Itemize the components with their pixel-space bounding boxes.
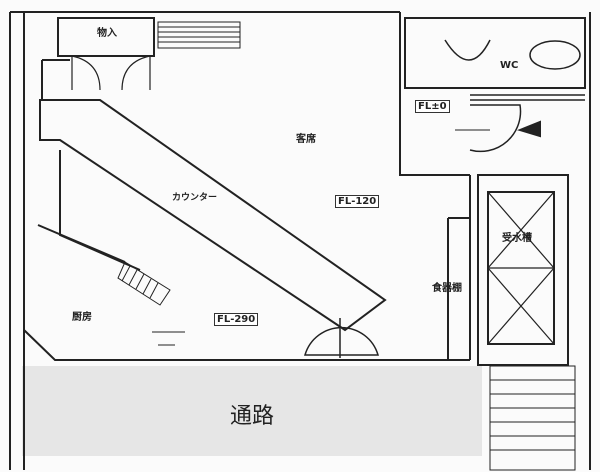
top-wall (10, 11, 470, 176)
kitchen-wall (23, 329, 470, 361)
label-fl-0: FL±0 (415, 100, 450, 113)
storage-doors (71, 55, 151, 91)
stairs-bottom (489, 365, 576, 471)
label-fl-120: FL-120 (335, 195, 380, 208)
label-cupboard: 食器棚 (432, 283, 462, 294)
toilet (444, 39, 491, 61)
label-passage: 通路 (230, 404, 275, 429)
cupboard (447, 175, 471, 360)
wc-wall (470, 94, 585, 101)
label-wc: WC (500, 60, 519, 71)
label-kitchen: 厨房 (72, 312, 92, 323)
entrance-door (469, 104, 522, 153)
entrance-arrow-icon (516, 120, 541, 138)
water-tank-enclosure (477, 174, 569, 366)
step-mark (152, 331, 185, 346)
kitchen-counter (37, 150, 141, 271)
label-water-tank: 受水槽 (502, 233, 532, 244)
label-storage: 物入 (97, 28, 117, 39)
label-seating: 客席 (296, 134, 316, 145)
kitchen-door (304, 318, 379, 358)
wc-sink (529, 40, 581, 70)
wc-room (404, 17, 586, 89)
counter (39, 99, 387, 332)
storage-room (57, 17, 155, 57)
water-tank-cross (487, 191, 555, 345)
label-counter: カウンター (172, 193, 218, 203)
passage-area (22, 366, 482, 456)
left-wall (9, 12, 25, 470)
stairs-top (157, 21, 241, 49)
label-fl-290: FL-290 (214, 313, 259, 326)
kitchen-stairs (117, 261, 171, 306)
